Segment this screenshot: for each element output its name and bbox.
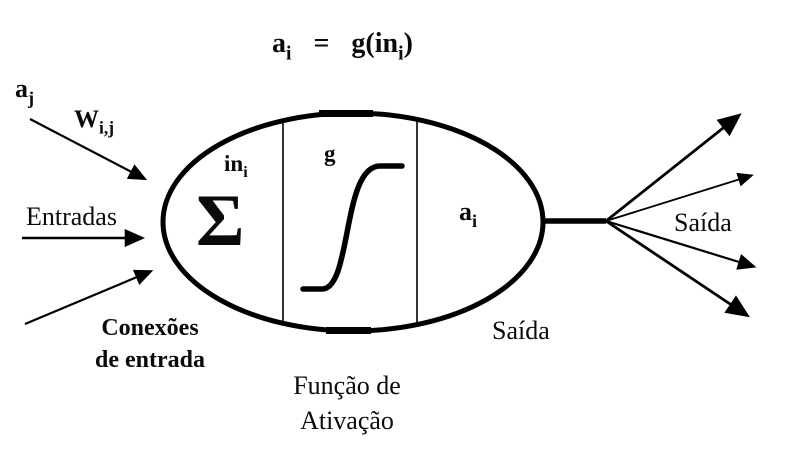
saida-bottom-label: Saída — [492, 316, 550, 345]
sum-symbol: Σ — [196, 180, 245, 262]
conexoes-label: Conexões de entrada — [60, 312, 240, 376]
output-arrow-3 — [605, 219, 757, 270]
ellipse-top-thick-patch — [319, 110, 373, 117]
output-arrow-1 — [605, 113, 742, 223]
funcao-ativacao-label: Função de Ativação — [280, 368, 414, 438]
entradas-label: Entradas — [26, 202, 117, 231]
output-arrow-4 — [605, 219, 750, 318]
formula-equals: = — [313, 28, 330, 59]
input-activation-label: aj — [15, 74, 35, 108]
net-input-label: ini — [224, 151, 248, 182]
conexoes-line2: de entrada — [95, 347, 205, 373]
activation-formula: ai = g(ini) — [272, 30, 413, 64]
conexoes-line1: Conexões — [101, 315, 199, 341]
output-activation-label: ai — [459, 197, 478, 231]
funcao-line1: Função de — [293, 371, 401, 400]
output-arrow-2 — [605, 172, 754, 222]
formula-rhs: g(ini) — [351, 28, 413, 65]
saida-right-label: Saída — [674, 208, 732, 237]
lower-input-arrow — [24, 269, 154, 326]
funcao-line2: Ativação — [300, 406, 394, 435]
sigmoid-curve — [300, 163, 405, 292]
activation-function-g-label: g — [324, 141, 336, 166]
ellipse-bottom-thick-patch — [326, 327, 371, 334]
weight-label: Wi,j — [74, 106, 115, 138]
formula-lhs: ai — [272, 28, 292, 65]
weighted-input-arrow — [29, 118, 148, 181]
